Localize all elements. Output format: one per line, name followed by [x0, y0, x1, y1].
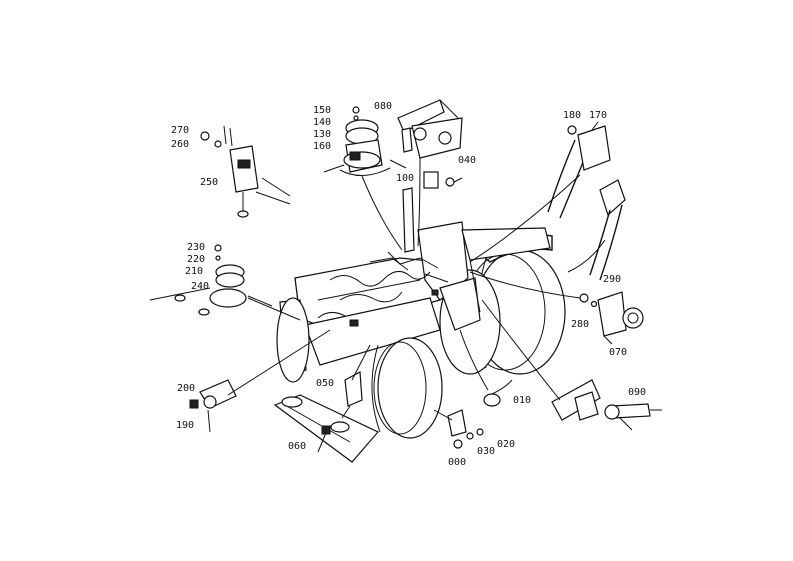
- label-250: 250: [200, 177, 218, 188]
- label-240: 240: [191, 281, 209, 292]
- part-210-240-gauge: [149, 244, 273, 316]
- part-100-040: [423, 171, 463, 189]
- label-050: 050: [316, 378, 334, 389]
- label-180: 180: [563, 110, 581, 121]
- steering-post: [402, 187, 415, 253]
- label-230: 230: [187, 242, 205, 253]
- label-270: 270: [171, 125, 189, 136]
- label-160: 160: [313, 141, 331, 152]
- label-220: 220: [187, 254, 205, 265]
- tractor-body: [273, 187, 566, 463]
- label-280: 280: [571, 319, 589, 330]
- part-250-switch-assembly: [200, 125, 291, 218]
- label-170: 170: [589, 110, 607, 121]
- label-140: 140: [313, 117, 331, 128]
- front-wheel-left: [276, 297, 310, 383]
- leader-lines: [227, 157, 581, 401]
- label-000: 000: [448, 457, 466, 468]
- front-wheel-right: [377, 337, 443, 439]
- label-290: 290: [603, 274, 621, 285]
- engine-block: [304, 297, 441, 366]
- part-130-160-gauge-assembly: [323, 106, 407, 176]
- label-060: 060: [288, 441, 306, 452]
- label-190: 190: [176, 420, 194, 431]
- label-150: 150: [313, 105, 331, 116]
- label-200: 200: [177, 383, 195, 394]
- label-010: 010: [513, 395, 531, 406]
- label-260: 260: [171, 139, 189, 150]
- label-020: 020: [497, 439, 515, 450]
- label-130: 130: [313, 129, 331, 140]
- label-100: 100: [396, 173, 414, 184]
- rops-frame: [547, 139, 626, 281]
- label-080: 080: [374, 101, 392, 112]
- part-170-180-relay: [567, 121, 611, 171]
- part-190-200-switch: [189, 379, 237, 433]
- part-010-020-030-000: [433, 379, 513, 449]
- part-number-labels: 150 140 130 160 080 270 260 250 040 100 …: [171, 101, 646, 468]
- part-080-bracket: [397, 99, 463, 159]
- label-040: 040: [458, 155, 476, 166]
- part-090-switch: [551, 379, 662, 431]
- label-030: 030: [477, 446, 495, 457]
- label-070: 070: [609, 347, 627, 358]
- part-070-280-290: [579, 291, 644, 345]
- label-090: 090: [628, 387, 646, 398]
- label-210: 210: [185, 266, 203, 277]
